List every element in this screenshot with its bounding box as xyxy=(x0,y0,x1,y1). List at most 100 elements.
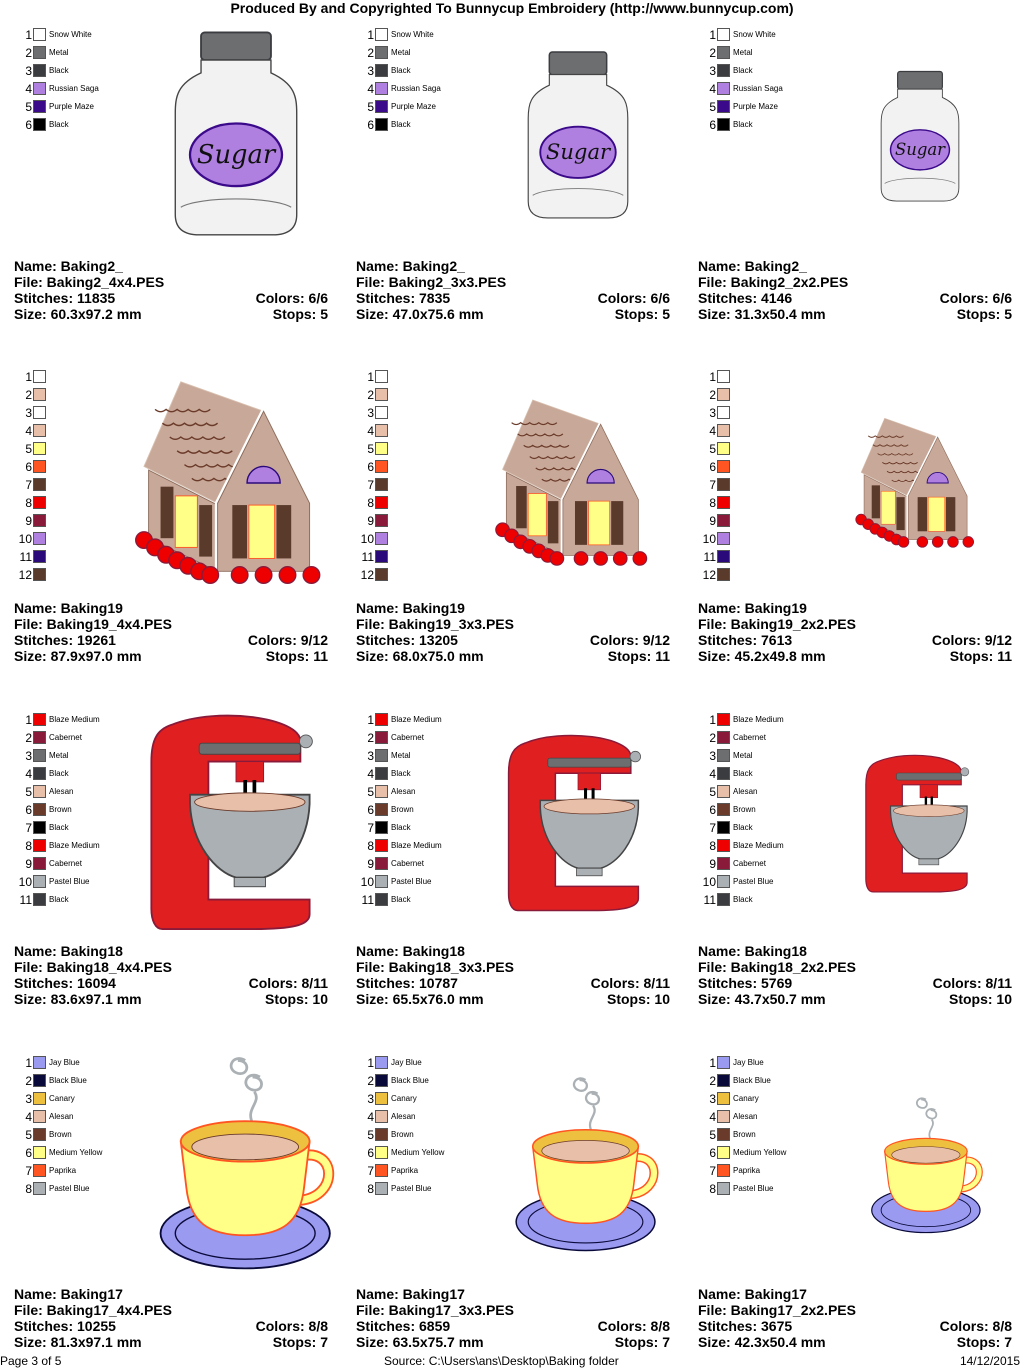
thread-swatch xyxy=(717,1074,730,1087)
color-count: Colors: 9/12 xyxy=(589,632,670,648)
thread-number: 5 xyxy=(709,785,716,799)
thread-swatch xyxy=(717,28,730,41)
thread-number: 4 xyxy=(25,424,32,438)
thread-swatch xyxy=(375,839,388,852)
thread-swatch xyxy=(375,767,388,780)
color-count: Colors: 8/8 xyxy=(939,1318,1012,1334)
thread-number: 3 xyxy=(367,749,374,763)
design-size: Size: 43.7x50.7 mm xyxy=(698,991,826,1007)
thread-swatch xyxy=(33,28,46,41)
thread-number: 6 xyxy=(709,118,716,132)
thread-swatch xyxy=(375,749,388,762)
thread-name: Russian Saga xyxy=(733,84,783,93)
design-name: Name: Baking2_ xyxy=(356,258,465,274)
thread-number: 8 xyxy=(25,839,32,853)
thread-color-row: 1 xyxy=(702,370,832,388)
thread-swatch xyxy=(33,731,46,744)
thread-color-row: 7 xyxy=(702,478,832,496)
thread-swatch xyxy=(717,1146,730,1159)
design-name: Name: Baking19 xyxy=(698,600,807,616)
thread-swatch xyxy=(33,875,46,888)
thread-swatch xyxy=(717,713,730,726)
stitch-count: Stitches: 10787 xyxy=(356,975,458,991)
design-name: Name: Baking17 xyxy=(356,1286,465,1302)
thread-swatch xyxy=(33,803,46,816)
stop-count: Stops: 10 xyxy=(606,991,670,1007)
info-line: File: Baking2_3x3.PES xyxy=(356,274,670,290)
design-size: Size: 81.3x97.1 mm xyxy=(14,1334,142,1350)
info-line: Name: Baking2_ xyxy=(14,258,328,274)
thread-name: Brown xyxy=(733,805,756,814)
thread-number: 10 xyxy=(702,532,716,546)
thread-swatch xyxy=(33,460,46,473)
design-name: Name: Baking19 xyxy=(14,600,123,616)
thread-swatch xyxy=(717,442,730,455)
sugar-design-image: Sugar xyxy=(527,51,629,219)
thread-swatch xyxy=(33,388,46,401)
thread-name: Purple Maze xyxy=(49,102,94,111)
thread-number: 6 xyxy=(367,460,374,474)
thread-number: 5 xyxy=(367,785,374,799)
thread-number: 7 xyxy=(709,1164,716,1178)
thread-number: 10 xyxy=(18,532,32,546)
thread-number: 8 xyxy=(367,496,374,510)
thread-swatch xyxy=(375,28,388,41)
thread-color-row: 12 xyxy=(702,568,832,586)
thread-number: 7 xyxy=(367,478,374,492)
thread-name: Russian Saga xyxy=(391,84,441,93)
cup-design-image xyxy=(515,1077,659,1252)
thread-swatch xyxy=(717,1092,730,1105)
thread-swatch xyxy=(33,46,46,59)
thread-swatch xyxy=(717,118,730,131)
thread-name: Brown xyxy=(391,1130,414,1139)
thread-number: 6 xyxy=(709,460,716,474)
thread-name: Cabernet xyxy=(391,859,424,868)
thread-swatch xyxy=(717,478,730,491)
info-line: Name: Baking2_ xyxy=(698,258,1012,274)
thread-name: Purple Maze xyxy=(391,102,436,111)
thread-number: 5 xyxy=(367,1128,374,1142)
thread-number: 4 xyxy=(367,424,374,438)
thread-swatch xyxy=(33,496,46,509)
thread-swatch xyxy=(375,64,388,77)
thread-color-row: 10 xyxy=(18,532,148,550)
thread-number: 1 xyxy=(709,28,716,42)
cup-design-image xyxy=(871,1097,983,1234)
thread-color-row: 6 xyxy=(360,460,490,478)
source-path: Source: C:\Users\ans\Desktop\Baking fold… xyxy=(384,1354,619,1368)
info-line: File: Baking19_3x3.PES xyxy=(356,616,670,632)
color-count: Colors: 9/12 xyxy=(931,632,1012,648)
design-size: Size: 68.0x75.0 mm xyxy=(356,648,484,664)
thread-name: Canary xyxy=(391,1094,417,1103)
thread-number: 2 xyxy=(709,46,716,60)
sugar-label: Sugar xyxy=(546,139,612,164)
thread-swatch xyxy=(33,442,46,455)
thread-name: Blaze Medium xyxy=(49,841,100,850)
info-line: Name: Baking17 xyxy=(14,1286,328,1302)
stop-count: Stops: 11 xyxy=(265,648,328,664)
